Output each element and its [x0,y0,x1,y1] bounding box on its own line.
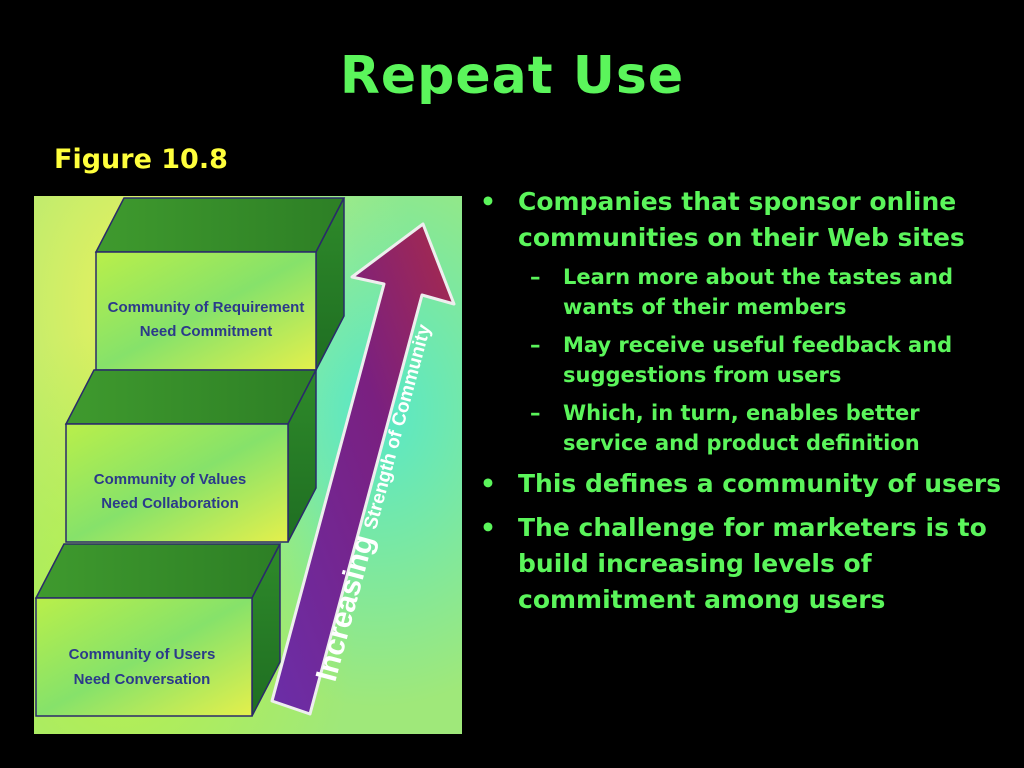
sub-bullet-text: Learn more about the tastes and wants of… [563,265,954,319]
sub-bullet-mark: – [530,401,541,425]
sub-bullet-mark: – [530,333,541,357]
sub-bullet-list: – Learn more about the tastes and wants … [518,262,1008,458]
bullet-mark: • [480,513,496,542]
bullet-item: • The challenge for marketers is to buil… [478,510,1008,618]
step-middle-block: Community of Values Need Collaboration [64,369,318,543]
bullet-mark: • [480,187,496,216]
sub-bullet-mark: – [530,265,541,289]
step-top-line2: Need Commitment [140,323,273,340]
figure-10-8-diagram: Community of Requirement Need Commitment… [34,196,462,734]
step-top-block: Community of Requirement Need Commitment [94,197,346,371]
bullet-text: The challenge for marketers is to build … [518,513,987,614]
sub-bullet-item: – May receive useful feedback and sugges… [518,330,1008,390]
bullet-text: Companies that sponsor online communitie… [518,187,965,252]
step-bottom-line2: Need Conversation [74,671,211,688]
step-bottom-line1: Community of Users [69,646,216,663]
step-middle-line2: Need Collaboration [101,495,239,512]
bullet-item: • This defines a community of users [478,466,1008,502]
sub-bullet-item: – Which, in turn, enables better service… [518,398,1008,458]
step-middle-line1: Community of Values [94,471,247,488]
bullet-item: • Companies that sponsor online communit… [478,184,1008,458]
figure-label: Figure 10.8 [54,144,228,175]
sub-bullet-text: May receive useful feedback and suggesti… [563,333,953,387]
slide-title: Repeat Use [339,46,685,106]
sub-bullet-item: – Learn more about the tastes and wants … [518,262,1008,322]
step-top-line1: Community of Requirement [108,299,305,316]
bullet-text: This defines a community of users [518,469,1002,498]
bullet-mark: • [480,469,496,498]
sub-bullet-text: Which, in turn, enables better service a… [563,401,920,455]
step-bottom-block: Community of Users Need Conversation [34,543,282,717]
bullet-list: • Companies that sponsor online communit… [478,184,1008,626]
